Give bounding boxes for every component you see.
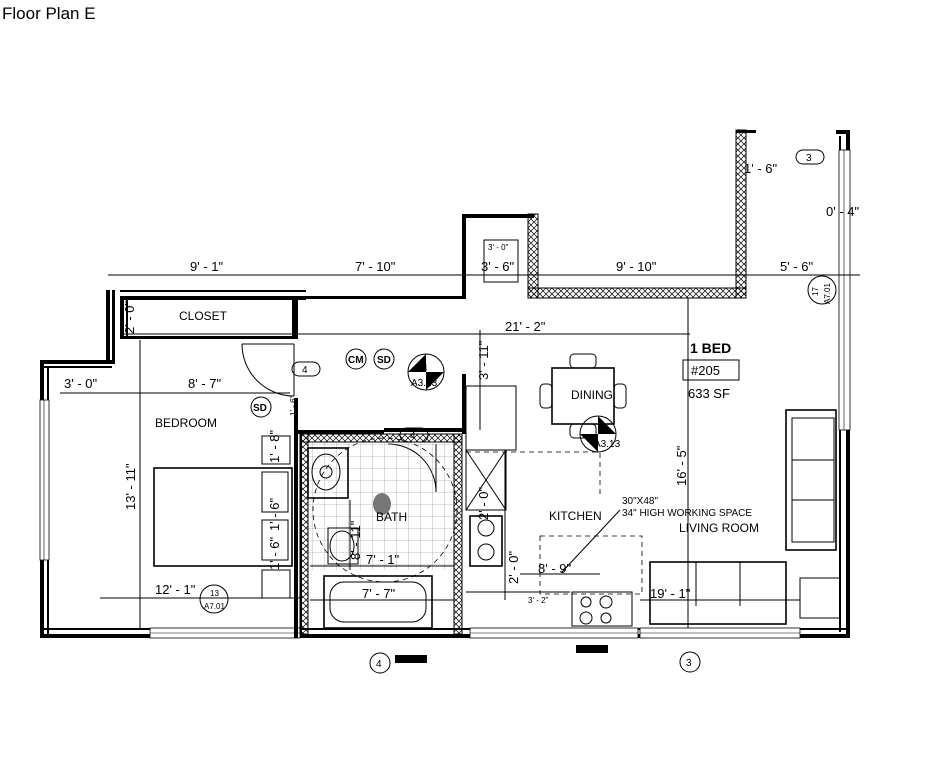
dim-top-3-small: 3' - 0" — [488, 243, 509, 252]
bedroom-furniture — [153, 435, 293, 599]
unit-beds: 1 BED — [690, 340, 731, 356]
tag-door-4a: 4 — [302, 365, 308, 376]
room-dining: DINING — [571, 388, 613, 402]
tag-window-bottom-3: 3 — [686, 658, 692, 669]
dim-overall-width: 21' - 2" — [505, 319, 546, 334]
tag-window-bottom-4: 4 — [376, 659, 382, 670]
dim-kitchen-width: 8' - 9" — [538, 561, 571, 576]
plan-title: Floor Plan E — [2, 4, 96, 23]
dim-closet-depth: 2' - 0" — [122, 301, 137, 334]
callout-top-num: 4 — [422, 363, 428, 374]
note-working-space-1: 30"X48" — [622, 496, 658, 507]
callout-dining-num: 5 — [604, 423, 610, 434]
room-labels: CLOSET BEDROOM BATH DINING KITCHEN LIVIN… — [155, 309, 759, 535]
dim-bed-side-3: 1' - 6" — [267, 537, 282, 570]
dim-top-4: 9' - 10" — [616, 259, 657, 274]
dim-bed-side-1: 1' - 8" — [267, 430, 282, 463]
living-furniture — [649, 409, 841, 625]
tag-labels: CM SD SD 4 4 4 A3.13 5 A3.13 13 A7.01 17… — [204, 153, 832, 670]
dim-living-depth: 16' - 5" — [674, 445, 689, 486]
dimension-labels: 9' - 1" 7' - 10" 3' - 6" 3' - 0" 9' - 10… — [64, 161, 859, 605]
dim-bed-width: 8' - 7" — [188, 376, 221, 391]
unit-area: 633 SF — [688, 386, 730, 401]
tag-door-4b: 4 — [410, 431, 416, 442]
tag-shapes — [199, 149, 837, 674]
dim-top-right-1: 1' - 6" — [744, 161, 777, 176]
dim-bed-depth: 13' - 11" — [123, 463, 138, 510]
dim-bed-small: 1' - 6" — [289, 395, 298, 416]
dim-kitchen-2: 2' - 0" — [506, 551, 521, 584]
callout-bed-ref: A7.01 — [204, 602, 225, 611]
tag-cm: CM — [348, 355, 364, 366]
room-bath: BATH — [376, 510, 407, 524]
callout-right-num: 17 — [811, 287, 820, 296]
tag-window-top-right: 3 — [806, 153, 812, 164]
dimension-lines — [60, 274, 860, 628]
dim-bed-floor: 12' - 1" — [155, 582, 196, 597]
tag-sd: SD — [377, 355, 391, 366]
dim-bath-width: 7' - 1" — [366, 552, 399, 567]
dim-top-right-2: 0' - 4" — [826, 204, 859, 219]
dim-tub-width: 7' - 7" — [362, 586, 395, 601]
dim-hall-depth: 3' - 11" — [476, 340, 491, 380]
dim-top-2: 7' - 10" — [355, 259, 396, 274]
callout-right-ref: A7.01 — [823, 283, 832, 304]
callout-dining-ref: A3.13 — [594, 439, 621, 450]
callout-top-ref: A3.13 — [411, 378, 438, 389]
dim-bed-side-2: 1' - 6" — [267, 498, 282, 531]
dim-bath-vert: 8' - 11" — [348, 520, 363, 560]
dim-kitchen-1: 2' - 0" — [476, 487, 491, 520]
dim-top-1: 9' - 1" — [190, 259, 223, 274]
dim-top-5: 5' - 6" — [780, 259, 813, 274]
room-closet: CLOSET — [179, 309, 228, 323]
windows — [39, 149, 851, 663]
tag-sd-bed: SD — [253, 403, 267, 414]
callout-bed-num: 13 — [210, 589, 219, 598]
bath-fixtures — [307, 437, 458, 629]
room-kitchen: KITCHEN — [549, 509, 602, 523]
dim-top-3: 3' - 6" — [481, 259, 514, 274]
dim-bed-left: 3' - 0" — [64, 376, 97, 391]
note-working-space-2: 34" HIGH WORKING SPACE — [622, 508, 752, 519]
unit-number: #205 — [691, 363, 720, 378]
kitchen-fixtures — [465, 449, 643, 627]
dim-living-width: 19' - 1" — [650, 586, 691, 601]
room-living: LIVING ROOM — [679, 521, 759, 535]
dim-kitchen-small: 3' - 2" — [528, 596, 549, 605]
room-bedroom: BEDROOM — [155, 416, 217, 430]
